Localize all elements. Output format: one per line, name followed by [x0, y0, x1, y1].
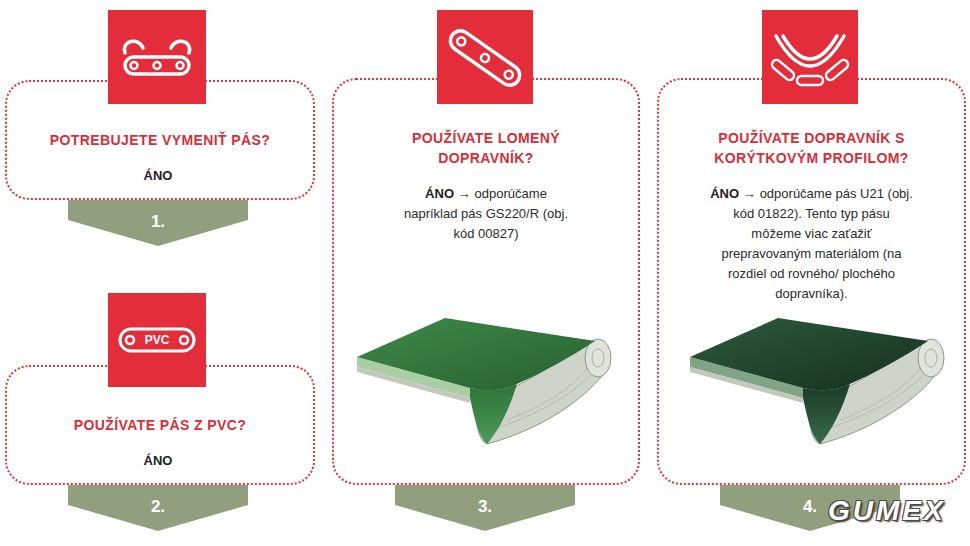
- question-box: POUŽÍVATE PÁS Z PVC? ÁNO: [5, 365, 315, 485]
- inclined-conveyor-icon: [437, 10, 533, 104]
- question-box: POUŽÍVATE LOMENÝ DOPRAVNÍK? ÁNO →odporúča…: [332, 78, 640, 485]
- belt-sample: [690, 318, 944, 444]
- step-arrow: 3.: [395, 485, 575, 531]
- question-box: POTREBUJETE VYMENIŤ PÁS? ÁNO: [5, 80, 315, 200]
- belt-sample: [357, 318, 611, 444]
- step-arrow: 1.: [68, 200, 248, 246]
- arrow-fill: [720, 485, 900, 531]
- answer-yes: ÁNO: [144, 168, 173, 183]
- arrow-fill: [395, 485, 575, 531]
- step-arrow: 4.: [720, 485, 900, 531]
- question-title: POUŽÍVATE LOMENÝ DOPRAVNÍK?: [381, 128, 591, 168]
- step-arrow: 2.: [68, 485, 248, 531]
- step-number: 4.: [720, 485, 900, 517]
- question-title: POUŽÍVATE DOPRAVNÍK S KORÝTKOVÝM PROFILO…: [692, 128, 932, 168]
- arrow-fill: [68, 485, 248, 531]
- recommendation: odporúčame pás U21 (obj. kód 01822). Ten…: [722, 186, 913, 301]
- question-box: POUŽÍVATE DOPRAVNÍK S KORÝTKOVÝM PROFILO…: [657, 78, 966, 485]
- arrow-fill: [68, 200, 248, 246]
- answer-text: ÁNO: [30, 451, 290, 471]
- trough-conveyor-icon: [762, 10, 858, 104]
- belt-icon: [108, 10, 206, 104]
- pvc-icon: [108, 293, 206, 387]
- answer-yes: ÁNO →: [425, 186, 471, 201]
- brand-watermark: GUMEX: [828, 495, 946, 527]
- step-number: 1.: [68, 200, 248, 232]
- question-title: POUŽÍVATE PÁS Z PVC?: [20, 415, 300, 435]
- icon-label: PVC: [137, 332, 177, 348]
- question-title: POTREBUJETE VYMENIŤ PÁS?: [20, 130, 300, 150]
- answer-yes: ÁNO: [144, 453, 173, 468]
- step-number: 2.: [68, 485, 248, 517]
- answer-text: ÁNO →odporúčame napríklad pás GS220/R (o…: [401, 184, 571, 244]
- answer-yes: ÁNO →: [710, 186, 756, 201]
- answer-text: ÁNO →odporúčame pás U21 (obj. kód 01822)…: [709, 184, 914, 304]
- answer-text: ÁNO: [30, 166, 290, 186]
- step-number: 3.: [395, 485, 575, 517]
